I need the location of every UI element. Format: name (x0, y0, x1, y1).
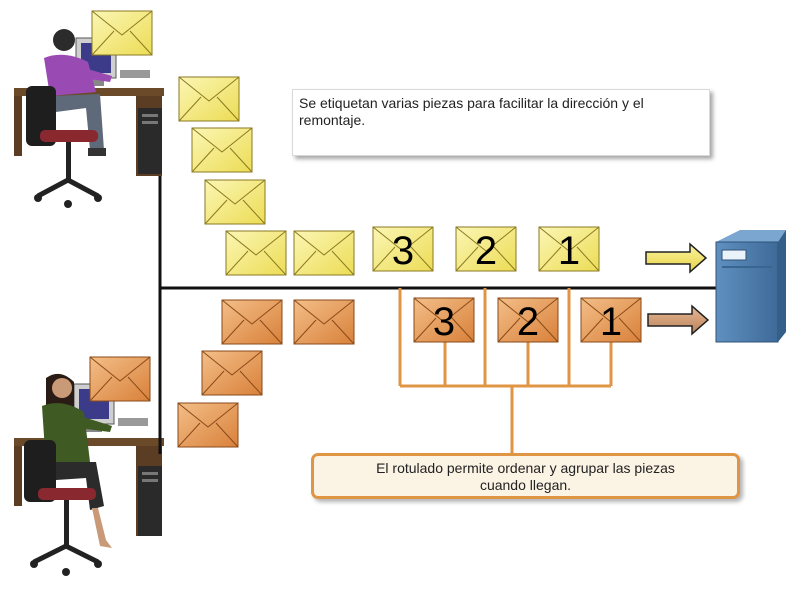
yellow-packet-2: 2 (455, 226, 517, 273)
info-callout-reassembly: El rotulado permite ordenar y agrupar la… (311, 453, 740, 499)
orange-packet-3: 3 (413, 297, 475, 344)
packet-number: 1 (558, 229, 580, 273)
envelope-icon (191, 127, 253, 173)
info-callout-text: El rotulado permite ordenar y agrupar la… (376, 460, 675, 493)
info-callout-labeling: Se etiquetan varias piezas para facilita… (292, 89, 710, 156)
server-icon (715, 230, 786, 343)
packet-number: 1 (600, 300, 622, 344)
envelope-icon (89, 356, 151, 402)
envelope-icon (225, 230, 287, 276)
sender-top-person-icon (14, 29, 164, 208)
orange-arrow-icon (647, 304, 710, 336)
envelope-icon (91, 10, 153, 56)
envelope-icon (201, 350, 263, 396)
yellow-envelopes (91, 10, 355, 276)
packet-number: 2 (475, 229, 497, 273)
envelope-icon (293, 230, 355, 276)
orange-packet-2: 2 (497, 297, 559, 344)
grouping-bracket (398, 288, 613, 453)
packet-number: 2 (517, 300, 539, 344)
envelope-icon (221, 299, 283, 345)
orange-envelopes (89, 299, 355, 448)
envelope-icon (293, 299, 355, 345)
envelope-icon (204, 179, 266, 225)
sender-bottom-person-icon (14, 373, 164, 576)
packet-number: 3 (392, 229, 414, 273)
orange-packet-1: 1 (580, 297, 642, 344)
packet-number: 3 (433, 300, 455, 344)
yellow-packet-3: 3 (372, 226, 434, 273)
info-callout-text: Se etiquetan varias piezas para facilita… (299, 95, 644, 128)
envelope-icon (178, 76, 240, 122)
yellow-arrow-icon (645, 242, 708, 274)
yellow-packet-1: 1 (538, 226, 600, 273)
envelope-icon (177, 402, 239, 448)
